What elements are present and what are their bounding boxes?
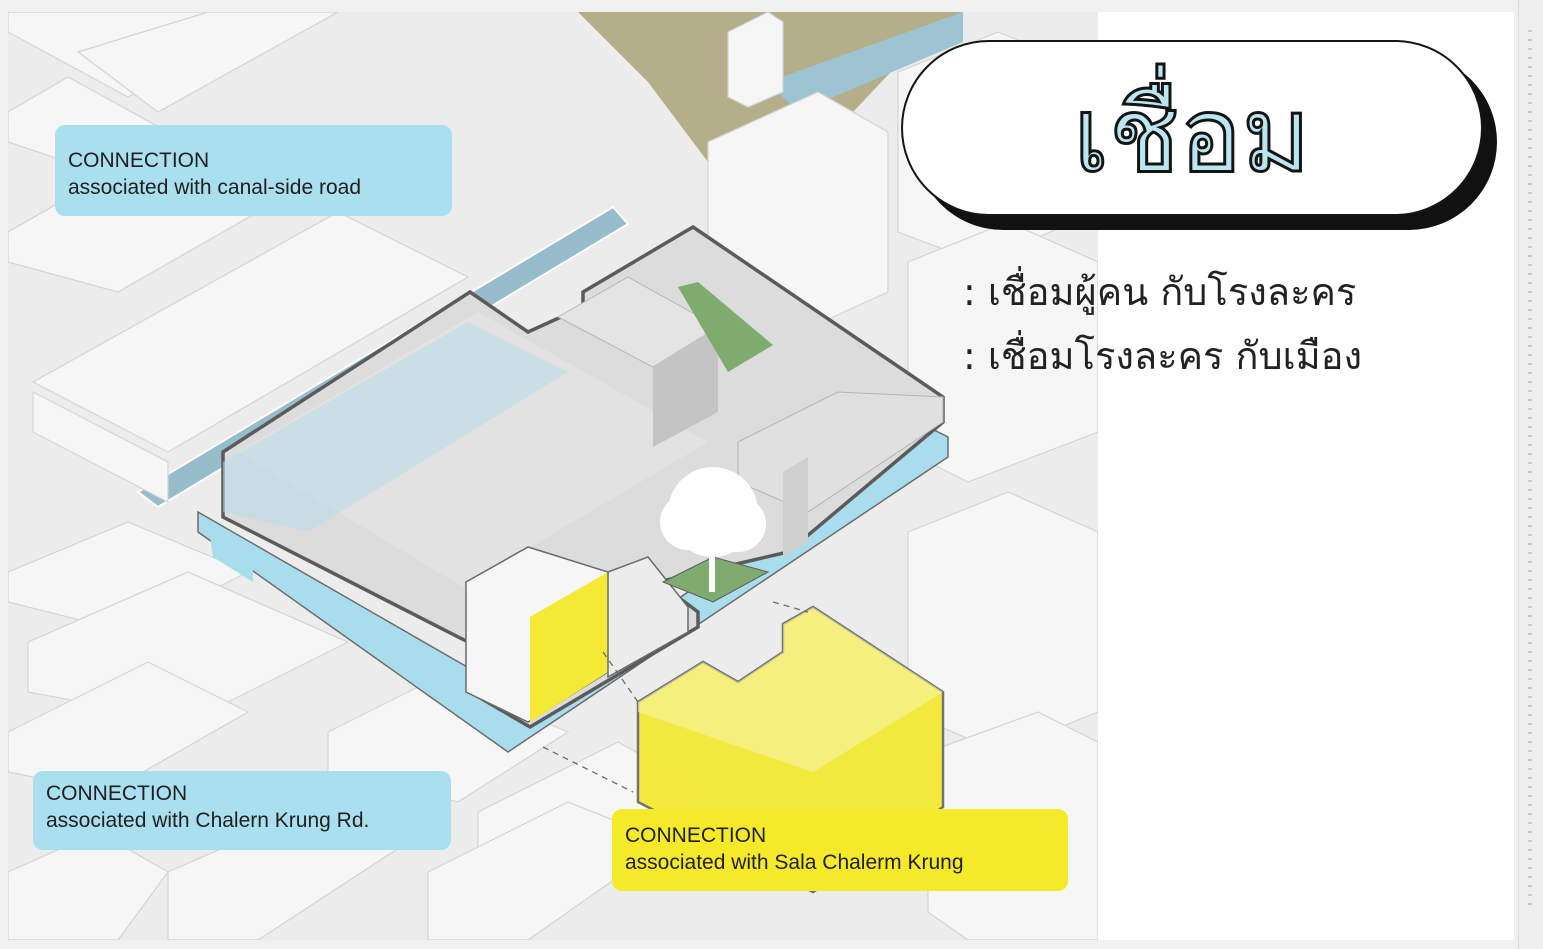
canal-north xyxy=(768,12,963,112)
courtyard-green-lower xyxy=(661,556,770,603)
courtyard-green-upper xyxy=(678,282,773,372)
adjacent-page-edge xyxy=(1518,0,1543,949)
volume-tower-side xyxy=(653,327,718,447)
subtitle-line-2: : เชื่อมโรงละคร กับเมือง xyxy=(963,334,1363,378)
title-pill: เชื่อม xyxy=(901,40,1483,216)
glass-overlay xyxy=(223,322,568,532)
tree-icon xyxy=(660,467,766,592)
label-canal-text: associated with canal-side road xyxy=(68,176,361,199)
volume-roof-large xyxy=(238,312,708,587)
plaza-strip xyxy=(208,522,253,582)
label-sala-chalerm-krung: CONNECTION associated with Sala Chalerm … xyxy=(612,809,1068,891)
highlight-volume-yellow xyxy=(530,572,608,722)
edge-dot-pattern xyxy=(1528,30,1532,910)
page-title: เชื่อม xyxy=(1073,64,1310,196)
subtitle-block: : เชื่อมผู้คน กับโรงละคร : เชื่อมโรงละคร… xyxy=(963,260,1362,388)
label-chalern-krung-road: CONNECTION associated with Chalern Krung… xyxy=(33,771,451,850)
label-sala-text: associated with Sala Chalerm Krung xyxy=(625,851,964,874)
connector-line-road xyxy=(542,746,634,793)
label-sala-heading: CONNECTION xyxy=(625,824,767,847)
label-road-heading: CONNECTION xyxy=(46,782,188,805)
diagram-board: CONNECTION associated with canal-side ro… xyxy=(8,12,1514,940)
highlight-volume-lower xyxy=(607,556,689,679)
label-canal-heading: CONNECTION xyxy=(68,149,210,172)
subtitle-line-1: : เชื่อมผู้คน กับโรงละคร xyxy=(963,270,1357,314)
label-canal-side-road: CONNECTION associated with canal-side ro… xyxy=(55,125,452,216)
label-road-text: associated with Chalern Krung Rd. xyxy=(46,809,370,832)
sala-roof-gradient xyxy=(638,607,943,772)
volume-east-side xyxy=(783,457,808,557)
